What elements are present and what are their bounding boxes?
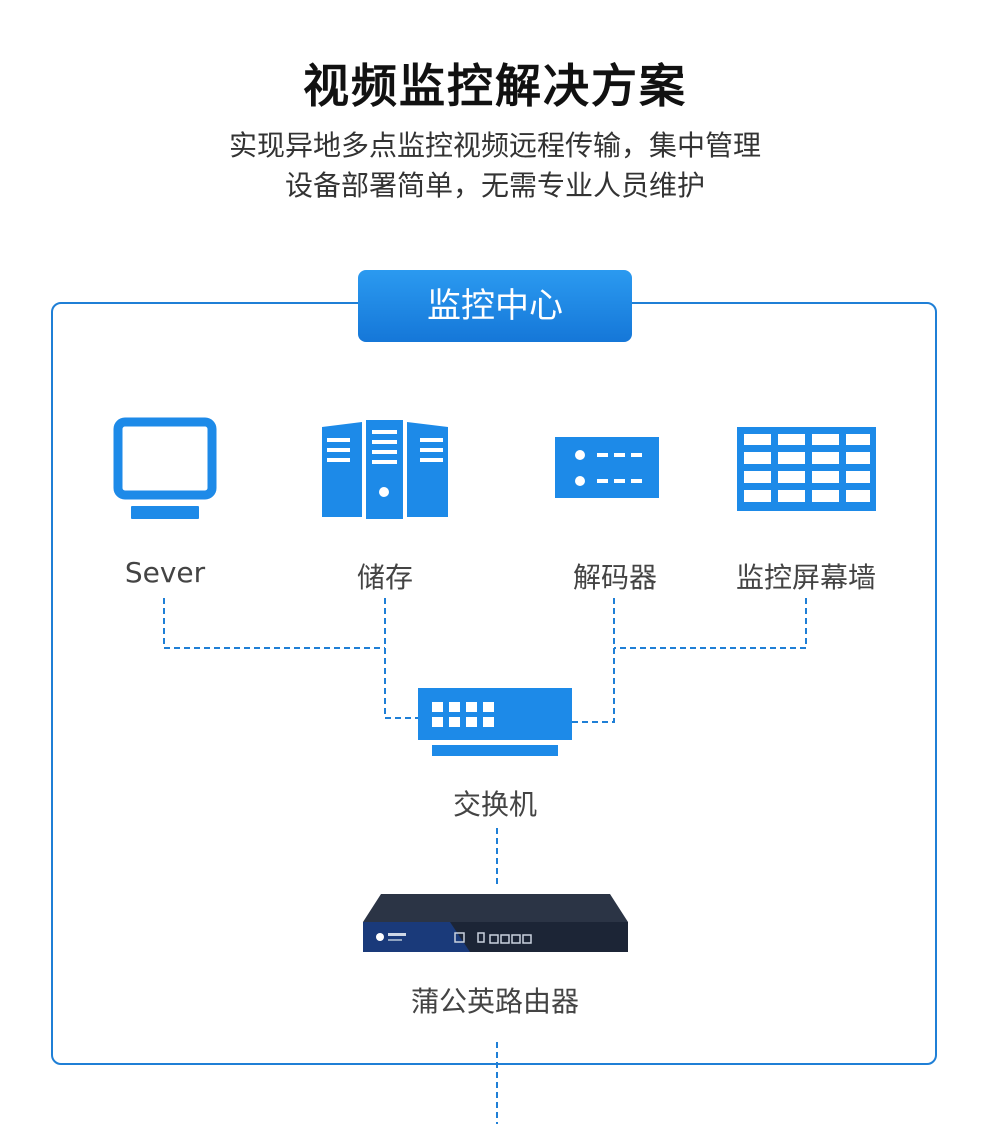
router-label: 蒲公英路由器 — [410, 985, 579, 1018]
monitor-icon — [113, 417, 217, 519]
page-title: 视频监控解决方案 — [303, 59, 687, 113]
connector-decoder-switch — [572, 598, 615, 723]
subtitle-line-2: 设备部署简单，无需专业人员维护 — [284, 169, 705, 202]
router-device-icon — [363, 894, 628, 952]
connector-wall-decoder — [614, 598, 807, 649]
video-wall-label: 监控屏幕墙 — [735, 561, 876, 594]
server-rack-icon — [322, 420, 448, 519]
switch-icon — [418, 688, 572, 756]
video-wall-icon — [737, 427, 876, 511]
server-label: Sever — [124, 556, 206, 589]
connector-server-storage — [163, 598, 385, 649]
connector-storage-switch — [384, 598, 418, 719]
storage-label: 储存 — [356, 561, 413, 594]
switch-label: 交换机 — [452, 788, 537, 821]
connector-lines — [163, 598, 807, 1124]
subtitle-line-1: 实现异地多点监控视频远程传输，集中管理 — [228, 129, 761, 162]
decoder-icon — [555, 437, 659, 498]
decoder-label: 解码器 — [572, 561, 657, 594]
monitoring-center-badge: 监控中心 — [358, 270, 632, 342]
